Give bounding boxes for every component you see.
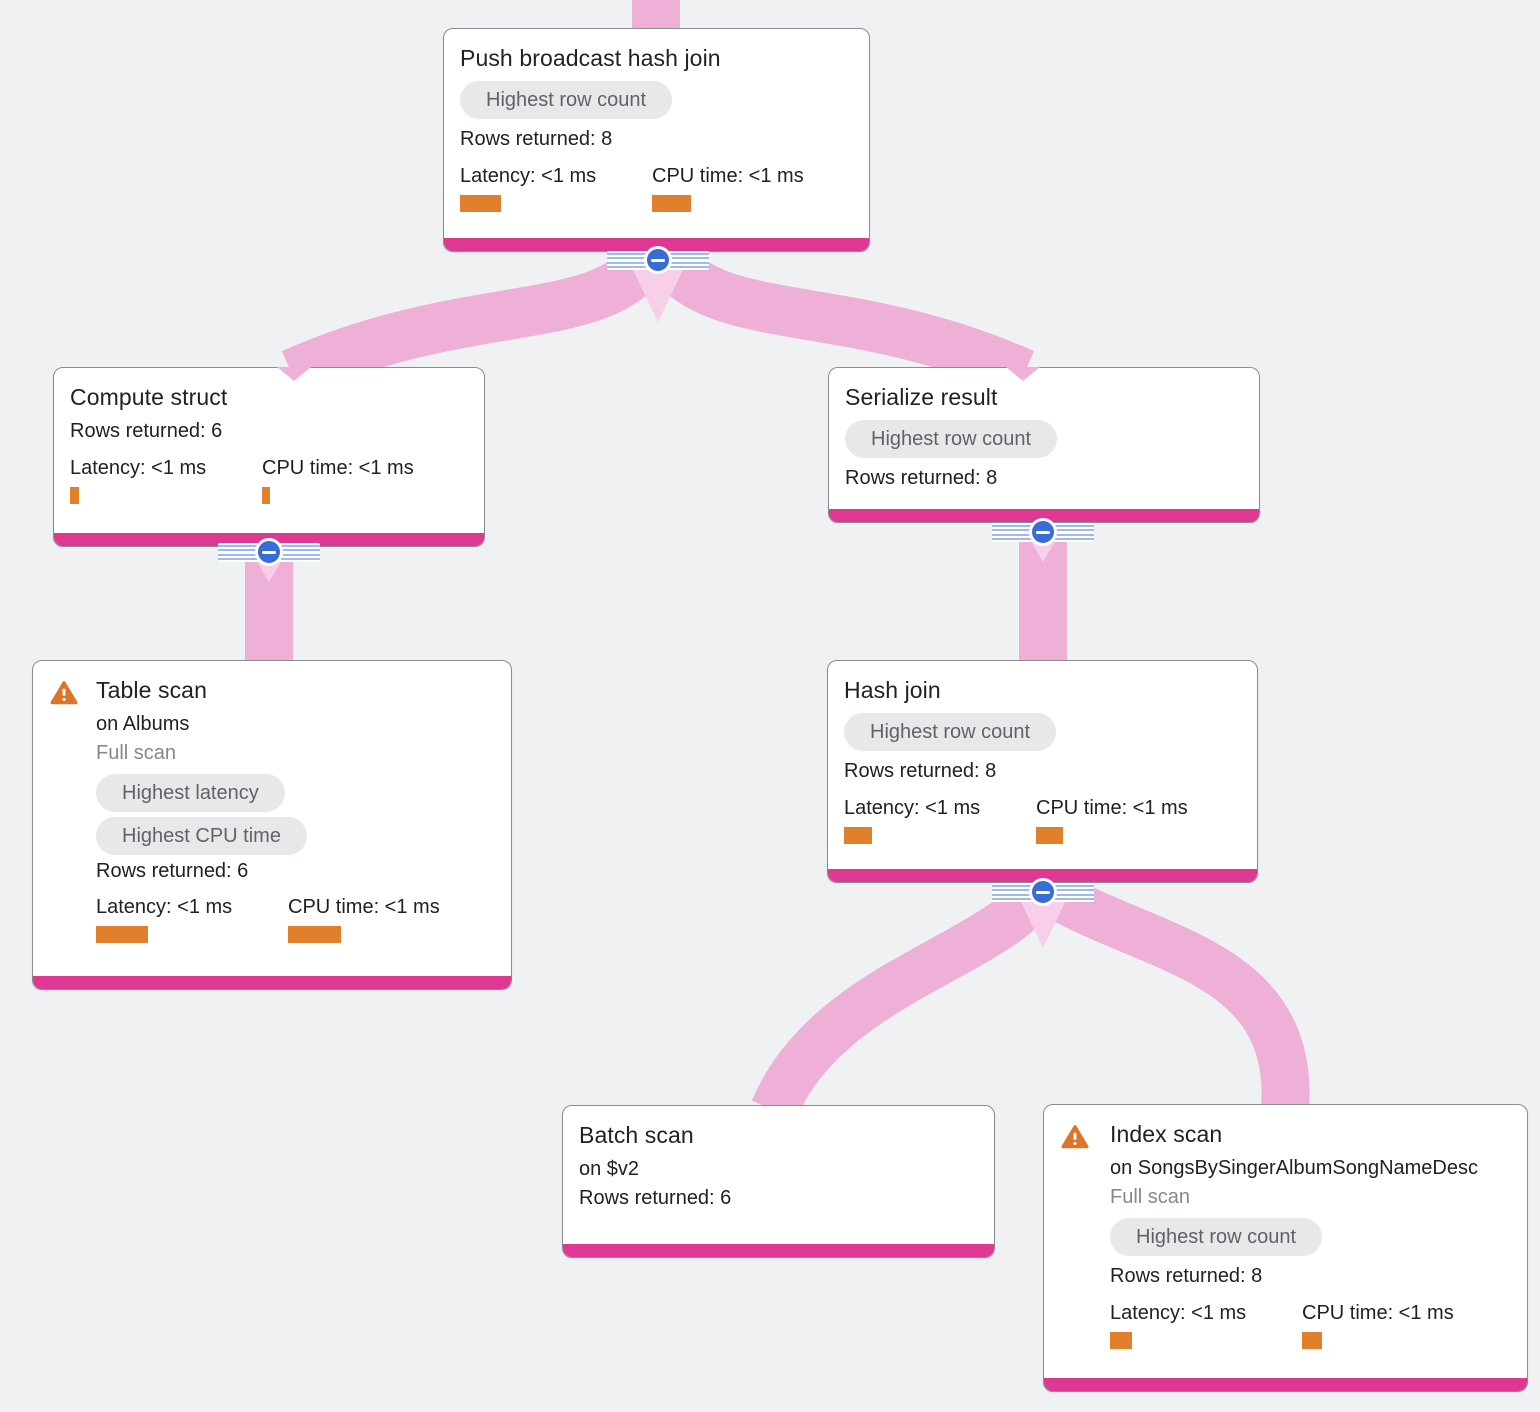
minus-icon (651, 258, 665, 262)
cpu-time-label: CPU time: <1 ms (1036, 797, 1188, 819)
latency-bar (1110, 1332, 1132, 1349)
badge-highest-cpu-time: Highest CPU time (96, 817, 307, 855)
plan-node-push-broadcast-hash-join[interactable]: Push broadcast hash join Highest row cou… (443, 28, 870, 252)
cpu-time-label: CPU time: <1 ms (1302, 1302, 1454, 1324)
node-accent-bar (563, 1244, 994, 1257)
rows-returned: Rows returned: 6 (70, 420, 223, 442)
edge-split-wedge (632, 268, 684, 322)
node-title: Table scan (96, 677, 207, 703)
node-target: on $v2 (579, 1158, 640, 1180)
scan-type: Full scan (96, 742, 177, 764)
node-accent-bar (33, 976, 511, 989)
edge-hash-join-to-index-scan (1034, 869, 1310, 1112)
node-title: Batch scan (579, 1122, 694, 1148)
cpu-time-label: CPU time: <1 ms (652, 165, 804, 187)
cpu-time-bar (652, 195, 691, 212)
badge-highest-row-count: Highest row count (845, 420, 1058, 458)
rows-returned: Rows returned: 8 (460, 128, 613, 150)
minus-icon (1036, 530, 1050, 534)
warning-icon (1061, 1125, 1089, 1149)
rows-returned: Rows returned: 6 (96, 860, 249, 882)
plan-node-index-scan[interactable]: Index scan on SongsBySingerAlbumSongName… (1043, 1104, 1528, 1392)
latency-bar (96, 926, 148, 943)
latency-label: Latency: <1 ms (844, 797, 981, 819)
badge-highest-row-count: Highest row count (1110, 1218, 1323, 1256)
rows-returned: Rows returned: 8 (1110, 1265, 1263, 1287)
plan-node-hash-join[interactable]: Hash join Highest row count Rows returne… (827, 660, 1258, 883)
plan-node-batch-scan[interactable]: Batch scan on $v2 Rows returned: 6 (562, 1105, 995, 1258)
node-target: on SongsBySingerAlbumSongNameDesc (1110, 1157, 1478, 1179)
collapse-circle (644, 246, 672, 274)
node-title: Compute struct (70, 384, 228, 410)
warning-icon (50, 681, 78, 705)
rows-returned: Rows returned: 8 (845, 467, 998, 489)
edge-split-wedge (256, 560, 282, 582)
badge-highest-row-count: Highest row count (460, 81, 673, 119)
collapse-circle (1029, 878, 1057, 906)
cpu-time-bar (1036, 827, 1063, 844)
cpu-time-label: CPU time: <1 ms (262, 457, 414, 479)
cpu-time-bar (1302, 1332, 1322, 1349)
latency-label: Latency: <1 ms (70, 457, 207, 479)
node-title: Push broadcast hash join (460, 45, 721, 71)
node-title: Serialize result (845, 384, 998, 410)
latency-label: Latency: <1 ms (1110, 1302, 1247, 1324)
collapse-circle (255, 538, 283, 566)
rows-returned: Rows returned: 8 (844, 760, 997, 782)
badge-highest-row-count: Highest row count (844, 713, 1057, 751)
latency-label: Latency: <1 ms (96, 896, 233, 918)
plan-node-table-scan[interactable]: Table scan on Albums Full scan Highest l… (32, 660, 512, 990)
edge-hash-join-to-batch-scan (751, 875, 1059, 1121)
plan-node-serialize-result[interactable]: Serialize result Highest row count Rows … (828, 367, 1260, 523)
latency-bar (70, 487, 79, 504)
edge-split-wedge (1019, 898, 1067, 948)
node-title: Index scan (1110, 1121, 1223, 1147)
node-accent-bar (829, 509, 1259, 522)
latency-bar (844, 827, 872, 844)
edge-root-to-serialize-result (646, 240, 1035, 397)
node-accent-bar (828, 869, 1257, 882)
scan-type: Full scan (1110, 1186, 1191, 1208)
edge-split-wedge (1030, 540, 1056, 562)
latency-bar (460, 195, 501, 212)
node-accent-bar (444, 238, 869, 251)
cpu-time-label: CPU time: <1 ms (288, 896, 440, 918)
cpu-time-bar (288, 926, 341, 943)
plan-node-compute-struct[interactable]: Compute struct Rows returned: 6 Latency:… (53, 367, 485, 547)
badge-highest-latency: Highest latency (96, 774, 285, 812)
node-target: on Albums (96, 713, 190, 735)
collapse-circle (1029, 518, 1057, 546)
latency-label: Latency: <1 ms (460, 165, 597, 187)
node-title: Hash join (844, 677, 941, 703)
minus-icon (1036, 890, 1050, 894)
minus-icon (262, 550, 276, 554)
node-accent-bar (1044, 1378, 1527, 1391)
rows-returned: Rows returned: 6 (579, 1187, 732, 1209)
edge-root-to-compute-struct (281, 240, 670, 397)
cpu-time-bar (262, 487, 270, 504)
